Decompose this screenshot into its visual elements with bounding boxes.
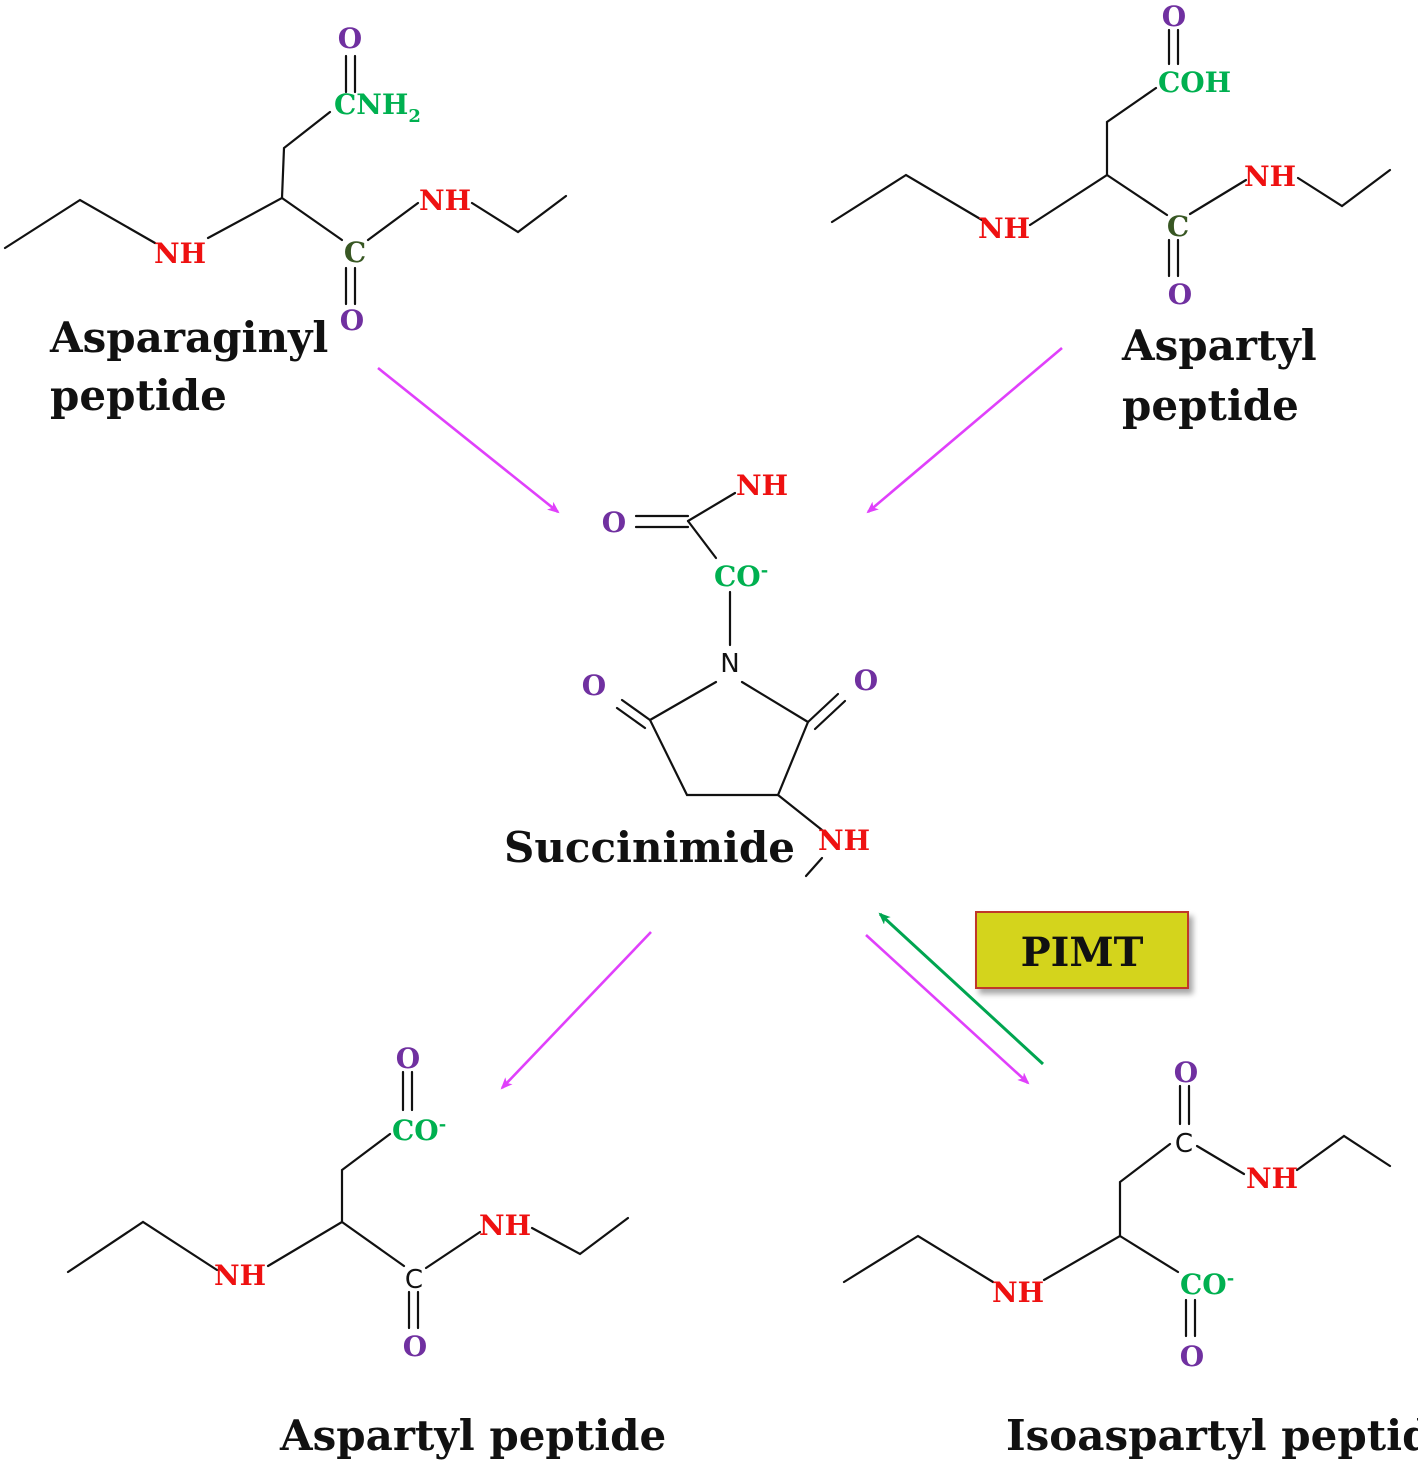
- asparaginyl-peptide-structure: O CNH2 NH C NH O Asparaginyl peptide: [3, 22, 568, 420]
- succinimide-bonds: [615, 491, 847, 878]
- arrow-asparaginyl-to-succinimide: [377, 366, 560, 514]
- asparaginyl-name-line2: peptide: [50, 371, 227, 420]
- nh-atom: NH: [1244, 160, 1296, 193]
- pimt-enzyme-label: PIMT: [975, 911, 1189, 989]
- carboxylate-group: CO-: [1180, 1268, 1234, 1301]
- asparaginyl-bonds: [3, 54, 568, 306]
- aspartyl-peptide-bottom-structure: O CO- NH C NH O Aspartyl peptide: [66, 1042, 666, 1460]
- arrow-aspartyl-to-succinimide: [866, 347, 1063, 514]
- nitrogen-atom: N: [720, 649, 739, 679]
- oxygen-atom: O: [340, 304, 364, 337]
- oxygen-atom: O: [1174, 1056, 1198, 1089]
- pimt-text: PIMT: [1021, 929, 1144, 976]
- aspartyl-top-name-line2: peptide: [1122, 381, 1299, 430]
- oxygen-atom: O: [1168, 278, 1192, 311]
- nh-atom: NH: [978, 212, 1030, 245]
- isoaspartyl-name: Isoaspartyl peptide: [1006, 1411, 1418, 1460]
- carbonyl-carbon: C: [1167, 210, 1189, 243]
- succinimide-structure: NH O CO- N O O NH Succinimide: [504, 469, 878, 878]
- oxygen-atom: O: [582, 669, 606, 702]
- pimt-box: [975, 911, 1189, 989]
- oxygen-atom: O: [854, 664, 878, 697]
- aspartyl-top-name-line1: Aspartyl: [1121, 321, 1317, 370]
- asparaginyl-name-line1: Asparaginyl: [49, 313, 328, 362]
- carboxylate-group: CO-: [714, 560, 768, 593]
- nh-atom: NH: [992, 1276, 1044, 1309]
- aspartyl-peptide-top-structure: O COH NH C NH O Aspartyl peptide: [830, 0, 1392, 430]
- oxygen-atom: O: [338, 22, 362, 55]
- carboxylate-group: CO-: [392, 1114, 446, 1147]
- oxygen-atom: O: [602, 506, 626, 539]
- aspartyl-bottom-bonds: [66, 1070, 630, 1330]
- oxygen-atom: O: [1180, 1340, 1204, 1373]
- oxygen-atom: O: [403, 1330, 427, 1363]
- nh-atom: NH: [419, 184, 471, 217]
- nh-atom: NH: [214, 1259, 266, 1292]
- nh-atom: NH: [818, 824, 870, 857]
- carbonyl-carbon: C: [1175, 1129, 1193, 1159]
- nh-atom: NH: [154, 237, 206, 270]
- isoaspartyl-peptide-structure: O C NH NH CO- O Isoaspartyl peptide: [842, 1056, 1418, 1460]
- reaction-arrows: [377, 347, 1063, 1090]
- aspartyl-bottom-name: Aspartyl peptide: [279, 1411, 666, 1460]
- succinimide-name: Succinimide: [504, 823, 795, 872]
- carboxyl-group: COH: [1158, 66, 1231, 99]
- carbonyl-carbon: C: [405, 1265, 423, 1295]
- aspartyl-top-bonds: [830, 28, 1392, 278]
- nh-atom: NH: [736, 469, 788, 502]
- arrow-succinimide-to-aspartyl: [500, 931, 652, 1090]
- carbonyl-carbon: C: [344, 236, 366, 269]
- arrow-pimt-repair: [878, 912, 1045, 1066]
- nh-atom: NH: [479, 1209, 531, 1242]
- arrow-succinimide-to-isoaspartyl: [865, 934, 1030, 1085]
- isoaspartyl-bonds: [842, 1084, 1392, 1338]
- oxygen-atom: O: [396, 1042, 420, 1075]
- amide-carbon-group: CNH2: [334, 88, 421, 127]
- nh-atom: NH: [1246, 1162, 1298, 1195]
- oxygen-atom: O: [1162, 0, 1186, 33]
